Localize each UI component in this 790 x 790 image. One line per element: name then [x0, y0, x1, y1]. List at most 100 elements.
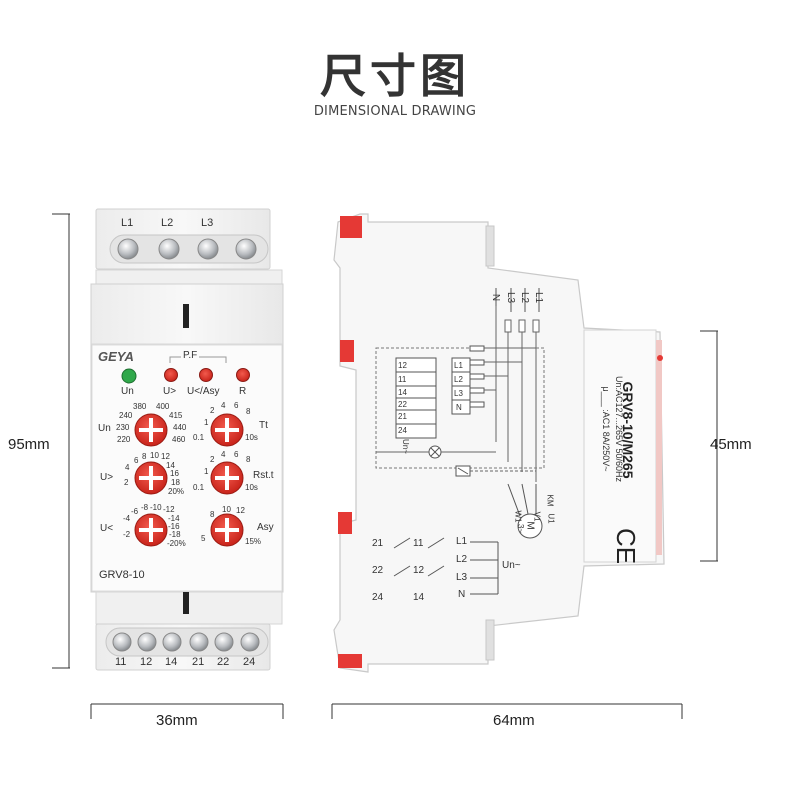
- knob-un[interactable]: [134, 413, 168, 447]
- scale-tick: 1: [204, 467, 209, 476]
- scale-tick: -10: [150, 503, 162, 512]
- diagram-line: L1: [454, 361, 463, 370]
- scale-tick: 10: [222, 505, 231, 514]
- scale-tick: 1: [204, 418, 209, 427]
- led-un: [121, 368, 137, 384]
- scale-tick: 6: [234, 450, 239, 459]
- scale-tick: 8: [246, 407, 251, 416]
- contact-label: 14: [413, 592, 425, 603]
- bottom-line-label: N: [458, 589, 466, 600]
- title-english: DIMENSIONAL DRAWING: [313, 104, 477, 119]
- height-dimension-label: 95mm: [8, 436, 50, 453]
- knob-asymmetry[interactable]: [210, 513, 244, 547]
- w1-label: W1: [513, 510, 523, 523]
- knob-label: U<: [100, 523, 114, 534]
- front-model-label: GRV8-10: [99, 569, 145, 581]
- scale-tick: 10s: [245, 483, 258, 492]
- knob-tt[interactable]: [210, 413, 244, 447]
- scale-tick: 8: [210, 510, 215, 519]
- scale-tick: 460: [172, 435, 186, 444]
- scale-tick: 20%: [168, 487, 185, 496]
- bottom-terminal-label: 22: [217, 656, 230, 668]
- scale-tick: -12: [163, 505, 175, 514]
- scale-tick: 2: [210, 406, 215, 415]
- bottom-line-label: L1: [456, 536, 468, 547]
- bottom-un-label: Un~: [502, 560, 521, 571]
- scale-tick: -6: [131, 507, 139, 516]
- side-width-dimension-label: 64mm: [493, 712, 535, 729]
- scale-tick: 12: [236, 506, 245, 515]
- scale-tick: 6: [234, 401, 239, 410]
- diagram-line: N: [456, 403, 462, 412]
- led-label: R: [239, 386, 247, 397]
- scale-tick: -4: [123, 514, 131, 523]
- scale-tick: 14: [166, 461, 175, 470]
- side-rating-line1: Un:AC127...265V 50/60Hz: [614, 375, 624, 483]
- scale-tick: 240: [119, 411, 133, 420]
- side-height-dimension-label: 45mm: [710, 436, 752, 453]
- knob-reset-time[interactable]: [210, 461, 244, 495]
- scale-tick: -18: [169, 530, 181, 539]
- scale-tick: 5: [201, 534, 206, 543]
- led-label: U</Asy: [187, 386, 220, 397]
- u1-label: U1: [546, 513, 556, 524]
- top-terminal-screws: [109, 234, 269, 264]
- scale-tick: 2: [210, 455, 215, 464]
- diagram-un-label: Un~: [400, 439, 410, 454]
- led-label: U>: [163, 386, 177, 397]
- diagram-line: L2: [454, 375, 463, 384]
- top-terminal-label: L1: [121, 217, 134, 229]
- svg-text:CE: CE: [611, 528, 641, 564]
- knob-label: U>: [100, 472, 114, 483]
- bottom-terminal-label: 12: [140, 656, 153, 668]
- led-under-voltage: [199, 368, 213, 382]
- diagram-term: 11: [398, 375, 407, 384]
- bottom-terminal-label: 14: [165, 656, 178, 668]
- bottom-line-label: L2: [456, 554, 468, 565]
- side-terminal-label: L2: [519, 291, 531, 304]
- bottom-terminal-screws: [105, 627, 269, 657]
- knob-under-voltage[interactable]: [134, 513, 168, 547]
- scale-tick: 415: [169, 411, 183, 420]
- knob-label: Rst.t: [253, 470, 274, 481]
- km-label: KM: [545, 494, 555, 507]
- knob-over-voltage[interactable]: [134, 461, 168, 495]
- side-terminal-label: N: [490, 293, 502, 302]
- scale-tick: 18: [171, 478, 180, 487]
- led-over-voltage: [164, 368, 178, 382]
- top-terminal-label: L3: [201, 217, 214, 229]
- contact-label: 21: [372, 538, 384, 549]
- top-terminal-label: L2: [161, 217, 174, 229]
- bottom-terminal-label: 21: [192, 656, 205, 668]
- led-label: Un: [121, 386, 134, 397]
- scale-tick: 220: [117, 435, 131, 444]
- scale-tick: -8: [141, 503, 149, 512]
- diagram-term: 14: [398, 388, 407, 397]
- scale-tick: 400: [156, 402, 170, 411]
- pf-label: P.F: [181, 350, 200, 361]
- contact-label: 22: [372, 565, 384, 576]
- bottom-terminal-label: 24: [243, 656, 256, 668]
- contact-label: 24: [372, 592, 384, 603]
- motor-label: M: [524, 521, 536, 530]
- knob-label: Tt: [259, 420, 268, 431]
- scale-tick: 4: [221, 450, 226, 459]
- knob-label: Asy: [257, 522, 274, 533]
- scale-tick: 0.1: [193, 433, 205, 442]
- diagram-term: 21: [398, 412, 407, 421]
- scale-tick: -14: [168, 514, 180, 523]
- scale-tick: 16: [170, 469, 179, 478]
- side-rating-line2: μ___ :AC1 8A/250V~: [601, 386, 611, 472]
- scale-tick: 380: [133, 402, 147, 411]
- scale-tick: 6: [134, 456, 139, 465]
- scale-tick: 440: [173, 423, 187, 432]
- svg-text:GEYA: GEYA: [98, 349, 134, 364]
- side-terminal-label: L1: [533, 291, 545, 304]
- scale-tick: 230: [116, 423, 130, 432]
- scale-tick: 12: [161, 452, 170, 461]
- scale-tick: 8: [142, 452, 147, 461]
- scale-tick: -2: [123, 530, 131, 539]
